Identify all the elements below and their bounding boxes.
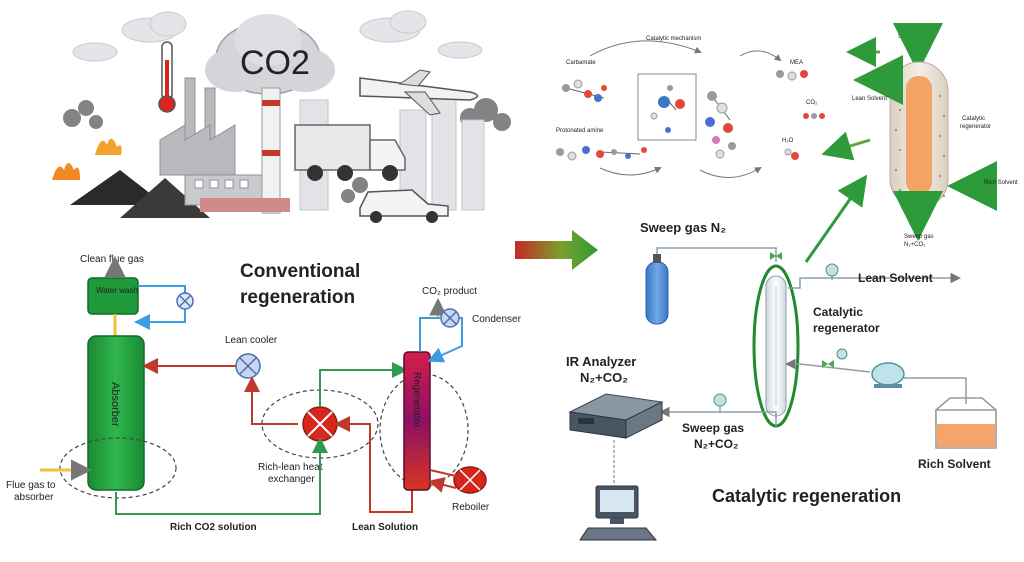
regen-to-condenser-stream [419, 317, 441, 352]
rich-solution-stream [115, 437, 328, 515]
reboiler-label: Reboiler [452, 502, 490, 513]
gas-cylinder-icon [645, 254, 669, 325]
mechanism-arrow [589, 40, 702, 57]
lean-solution-label: Lean Solution [352, 522, 418, 533]
lean-solution-stream [334, 416, 413, 513]
regenerator-label: Regenerator [411, 372, 422, 428]
reboiler-icon [453, 466, 487, 494]
sweep-out-line1: Sweep gas [682, 421, 744, 435]
carbamate-label: Carbamate [566, 60, 596, 66]
clean-flue-gas-label: Clean flue gas [80, 254, 144, 265]
transition-arrow [515, 230, 598, 270]
flue-gas-label-line2: absorber [14, 492, 54, 503]
inset-rich-solvent-label: Rich Solvent [984, 180, 1018, 186]
hx-label-line1: Rich-lean heat [258, 462, 323, 473]
catalytic-mechanism-label: Catalytic mechanism [646, 36, 701, 42]
car-icon [359, 189, 449, 223]
smoke-icon [63, 98, 511, 203]
reflux-stream [427, 317, 463, 363]
sweep-out-line [659, 406, 777, 426]
water-wash-label: Water wash [96, 286, 138, 295]
co2-product-label: CO₂ product [422, 286, 477, 297]
inset-sweep-out-line2: N₂+CO₂ [904, 242, 926, 248]
hx-to-cooler-stream [244, 376, 298, 425]
factory-icon [159, 77, 266, 206]
regen-label-line2: regenerator [813, 321, 880, 335]
absorber-sump-highlight [59, 437, 177, 499]
inset-sweep-in-label: Sweep gas N₂ [898, 34, 937, 40]
valve-icon [770, 252, 782, 260]
inset-lean-solvent-label: Lean Solvent [852, 96, 887, 102]
factory-base [200, 198, 290, 212]
h2o-label: H₂O [782, 138, 794, 144]
mea-label: MEA [790, 60, 803, 66]
molecule-icon [556, 70, 825, 161]
conventional-title-line2: regeneration [240, 287, 355, 308]
cloud-icon [72, 10, 483, 62]
rich-solvent-line [904, 377, 967, 404]
hx-label-line2: exchanger [268, 474, 315, 485]
rich-to-regenerator-stream [319, 362, 408, 407]
gauge-icon [713, 393, 727, 412]
column-inset: Sweep gas N₂ Lean Solvent Catalytic rege… [852, 23, 1018, 248]
mechanism-inset: Carbamate Catalytic mechanism Protonated… [556, 36, 880, 179]
lean-cooler-label: Lean cooler [225, 335, 278, 346]
rich-solvent-label: Rich Solvent [918, 457, 991, 471]
co2-cloud-icon [205, 14, 335, 95]
pollution-illustration: CO2 [52, 10, 511, 223]
co2-cloud-label: CO2 [240, 44, 310, 82]
catalyst-frame [637, 73, 697, 141]
protonated-amine-label: Protonated amine [556, 128, 604, 134]
ir-analyzer-line1: IR Analyzer [566, 354, 636, 369]
reboiler-return [428, 477, 457, 493]
inset-arrow-mid [821, 131, 871, 161]
inset-catalytic-line2: regenerator [960, 124, 991, 130]
co2-product-mol-label: CO₂ [806, 100, 818, 106]
condenser-label: Condenser [472, 314, 522, 325]
inset-catalytic-line1: Catalytic [962, 116, 985, 122]
chimney-icon [261, 87, 281, 214]
pump-icon [871, 362, 905, 388]
lean-solvent-line [788, 272, 961, 289]
inset-sweep-out-line1: Sweep gas [904, 234, 934, 240]
sweep-gas-top-label: Sweep gas N₂ [640, 220, 726, 235]
fire-icon [52, 138, 122, 180]
to-inset-arrow [804, 174, 868, 263]
absorber-column [87, 335, 145, 491]
catalytic-title: Catalytic regeneration [712, 486, 901, 506]
airplane-icon [359, 69, 479, 116]
sweep-gas-line [656, 247, 777, 262]
rich-solution-label: Rich CO2 solution [170, 522, 257, 533]
catalytic-process: Sweep gas N₂ Catalytic regenerator Lean … [566, 174, 997, 541]
gauge-icon [825, 263, 839, 280]
water-wash-vessel [87, 277, 139, 315]
ir-analyzer-line2: N₂+CO₂ [580, 370, 628, 385]
coal-pile-icon [70, 170, 210, 218]
valve-icon [822, 360, 834, 368]
absorber-label: Absorber [109, 382, 121, 427]
rich-solvent-tank [935, 397, 997, 449]
gauge-icon [836, 348, 848, 360]
ir-analyzer-icon [568, 393, 664, 439]
regenerator-column [403, 351, 431, 491]
computer-icon [579, 485, 658, 541]
flue-gas-label-line1: Flue gas to [6, 480, 56, 491]
sweep-out-line2: N₂+CO₂ [694, 437, 738, 451]
reboiler-feed [429, 469, 457, 477]
regen-label-line1: Catalytic [813, 305, 863, 319]
lean-solvent-label: Lean Solvent [858, 271, 933, 285]
inset-catalyst-bed [906, 76, 932, 194]
wash-recycle-loop [134, 285, 194, 330]
thermometer-icon [158, 41, 176, 113]
conventional-title-line1: Conventional [240, 261, 360, 282]
truck-icon [294, 124, 406, 181]
conventional-process: Conventional regeneration Clean flue gas… [6, 254, 522, 533]
